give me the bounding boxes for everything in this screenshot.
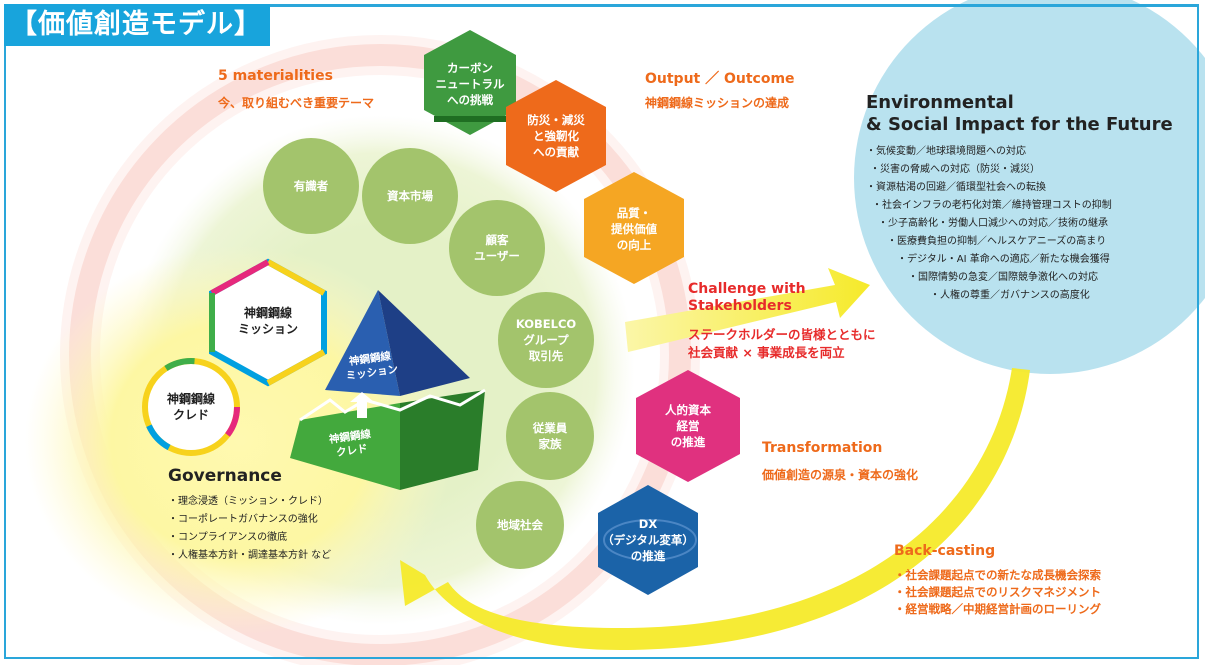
output-sub: 神鋼鋼線ミッションの達成 — [645, 96, 790, 110]
backcasting-item: ・社会課題起点でのリスクマネジメント — [894, 585, 1101, 599]
governance-heading: Governance — [168, 466, 282, 486]
stakeholder-experts: 有識者 — [293, 179, 329, 193]
stakeholder-community: 地域社会 — [497, 518, 543, 532]
governance-item: ・理念浸透（ミッション・クレド） — [168, 496, 328, 507]
pyramid — [290, 290, 486, 490]
challenge-sub-2: 社会貢献 × 事業成長を両立 — [688, 345, 845, 360]
backcasting-heading: Back-casting — [894, 543, 996, 559]
stakeholder-customers: 顧客ユーザー — [474, 233, 520, 263]
impact-item: ・資源枯渇の回避／循環型社会への転換 — [866, 182, 1046, 193]
challenge-arrow — [625, 268, 870, 352]
governance-item: ・コーポレートガバナンスの強化 — [168, 514, 318, 525]
backcasting-item: ・社会課題起点での新たな成長機会探索 — [894, 568, 1101, 582]
impact-item: ・社会インフラの老朽化対策／維持管理コストの抑制 — [872, 200, 1112, 211]
mission-badge — [209, 258, 327, 387]
materialities-sub: 今、取り組むべき重要テーマ — [218, 96, 375, 110]
challenge-heading-2: Stakeholders — [688, 298, 792, 314]
impact-item: ・デジタル・AI 革命への適応／新たな機会獲得 — [897, 254, 1110, 265]
impact-item: ・気候変動／地球環境問題への対応 — [866, 146, 1026, 157]
quality-hex — [584, 172, 684, 284]
impact-item: ・国際情勢の急変／国際競争激化への対応 — [908, 272, 1098, 283]
impact-item: ・医療費負担の抑制／ヘルスケアニーズの高まり — [887, 236, 1107, 247]
human-capital-label: 人的資本経営の推進 — [665, 403, 711, 449]
diagram-frame — [4, 4, 1199, 659]
disaster-label: 防災・減災と強靭化への貢献 — [527, 113, 585, 159]
materialities-heading: 5 materialities — [218, 68, 333, 84]
disaster-hex — [506, 80, 606, 192]
impact-heading-2: & Social Impact for the Future — [866, 114, 1173, 135]
transformation-sub: 価値創造の源泉・資本の強化 — [762, 468, 919, 482]
dx-label: DX（デジタル変革）の推進 — [602, 517, 694, 563]
challenge-heading-1: Challenge with — [688, 281, 806, 297]
stakeholder-employees: 従業員家族 — [532, 421, 568, 451]
stakeholder-capital-market: 資本市場 — [387, 189, 433, 203]
stakeholder-circles — [263, 138, 594, 569]
impact-item: ・災害の脅威への対応（防災・減災） — [870, 164, 1040, 175]
mission-badge-label: 神鋼鋼線ミッション — [237, 306, 298, 336]
quality-label: 品質・提供価値の向上 — [611, 206, 657, 252]
governance-item: ・コンプライアンスの徹底 — [168, 532, 288, 543]
credo-badge-label: 神鋼鋼線クレド — [166, 392, 215, 422]
carbon-label: カーボンニュートラルへの挑戦 — [435, 61, 505, 107]
impact-item: ・少子高齢化・労働人口減少への対応／技術の継承 — [878, 218, 1108, 229]
impact-item: ・人権の尊重／ガバナンスの高度化 — [930, 290, 1090, 301]
impact-circle — [854, 0, 1205, 374]
output-heading: Output ／ Outcome — [645, 71, 795, 87]
impact-heading-1: Environmental — [866, 92, 1014, 113]
transformation-heading: Transformation — [762, 440, 883, 456]
backcasting-arrow — [400, 368, 1030, 650]
governance-item: ・人権基本方針・調達基本方針 など — [168, 550, 332, 561]
page-title: 【価値創造モデル】 — [4, 4, 270, 46]
credo-badge — [142, 358, 240, 456]
dx-hex — [598, 485, 698, 595]
governance-field — [25, 245, 455, 635]
human-hex — [636, 370, 740, 482]
challenge-sub-1: ステークホルダーの皆様とともに — [688, 327, 876, 342]
backcasting-item: ・経営戦略／中期経営計画のローリング — [894, 602, 1101, 616]
carbon-hex — [424, 30, 516, 135]
